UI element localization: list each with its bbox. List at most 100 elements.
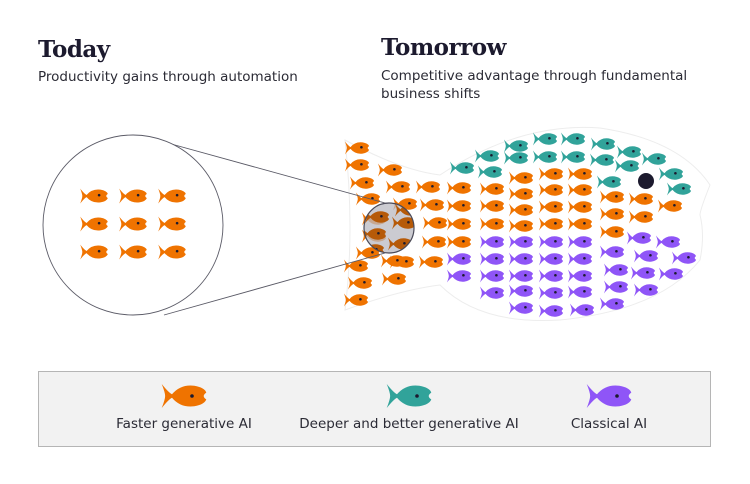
legend-item-faster-generative-ai: Faster generative AI bbox=[109, 382, 259, 432]
big-fish-outline bbox=[344, 126, 711, 322]
fish-icon bbox=[119, 216, 147, 232]
legend-label: Classical AI bbox=[570, 416, 648, 432]
fish-icon bbox=[446, 181, 472, 195]
fish-icon bbox=[589, 153, 615, 167]
fish-icon bbox=[628, 210, 654, 224]
fish-icon bbox=[503, 139, 529, 153]
fish-icon bbox=[508, 269, 534, 283]
fish-icon bbox=[419, 198, 445, 212]
fish-icon bbox=[503, 151, 529, 165]
fish-icon bbox=[599, 225, 625, 239]
legend-item-classical-ai: Classical AI bbox=[549, 382, 669, 432]
legend-item-deeper-generative-ai: Deeper and better generative AI bbox=[294, 382, 524, 432]
fish-school bbox=[343, 132, 697, 318]
fish-icon bbox=[641, 152, 667, 166]
fish-icon bbox=[446, 269, 472, 283]
today-subtitle: Productivity gains through automation bbox=[38, 69, 298, 85]
fish-icon bbox=[567, 252, 593, 266]
today-title: Today bbox=[38, 36, 110, 63]
fish-icon bbox=[616, 145, 642, 159]
fish-icon bbox=[628, 192, 654, 206]
fish-icon bbox=[477, 165, 503, 179]
fish-icon bbox=[389, 255, 415, 269]
fish-icon bbox=[380, 254, 406, 268]
fish-icon bbox=[538, 304, 564, 318]
fish-icon bbox=[538, 252, 564, 266]
fish-icon bbox=[532, 132, 558, 146]
tomorrow-title: Tomorrow bbox=[381, 34, 506, 61]
fish-icon bbox=[479, 199, 505, 213]
fish-icon bbox=[449, 161, 475, 175]
fish-icon bbox=[343, 293, 369, 307]
zoom-view-fish bbox=[80, 188, 186, 260]
fish-icon bbox=[508, 187, 534, 201]
fish-icon bbox=[421, 235, 447, 249]
fish-icon bbox=[508, 235, 534, 249]
fish-icon bbox=[666, 182, 692, 196]
fish-icon bbox=[538, 235, 564, 249]
fish-icon bbox=[355, 246, 381, 260]
fish-icon bbox=[479, 252, 505, 266]
fish-icon bbox=[119, 188, 147, 204]
fish-icon bbox=[633, 249, 659, 263]
fish-icon bbox=[560, 150, 586, 164]
fish-icon bbox=[538, 269, 564, 283]
fish-icon bbox=[446, 217, 472, 231]
fish-icon bbox=[119, 244, 147, 260]
fish-icon bbox=[626, 231, 652, 245]
magnifier-connector-bottom bbox=[163, 252, 386, 316]
fish-icon bbox=[344, 158, 370, 172]
fish-icon bbox=[355, 192, 381, 206]
fish-icon bbox=[508, 301, 534, 315]
fish-icon bbox=[567, 167, 593, 181]
fish-icon bbox=[422, 216, 448, 230]
legend: Faster generative AI Deeper and better g… bbox=[38, 371, 711, 447]
fish-icon bbox=[586, 384, 632, 408]
fish-icon bbox=[385, 180, 411, 194]
fish-icon bbox=[377, 163, 403, 177]
fish-icon bbox=[596, 175, 622, 189]
fish-icon bbox=[364, 210, 390, 224]
fish-icon bbox=[633, 283, 659, 297]
fish-icon bbox=[560, 132, 586, 146]
fish-icon bbox=[567, 200, 593, 214]
fish-icon bbox=[387, 237, 413, 251]
fish-icon bbox=[391, 216, 414, 230]
fish-icon bbox=[80, 244, 108, 260]
fish-icon bbox=[158, 216, 186, 232]
fish-icon bbox=[567, 183, 593, 197]
fish-icon bbox=[364, 227, 387, 241]
fish-icon bbox=[567, 269, 593, 283]
fish-icon bbox=[658, 167, 684, 181]
fish-icon bbox=[508, 219, 534, 233]
fish-icon bbox=[349, 176, 375, 190]
fish-icon bbox=[158, 188, 186, 204]
tomorrow-subtitle: Competitive advantage through fundamenta… bbox=[381, 68, 688, 102]
fish-icon bbox=[479, 235, 505, 249]
fish-icon bbox=[479, 286, 505, 300]
legend-label: Faster generative AI bbox=[116, 416, 252, 432]
fish-icon bbox=[567, 285, 593, 299]
fish-icon bbox=[474, 149, 500, 163]
fish-icon bbox=[599, 190, 625, 204]
fish-icon bbox=[538, 217, 564, 231]
magnifier-lens bbox=[363, 202, 415, 254]
fish-icon bbox=[567, 217, 593, 231]
fish-icon bbox=[658, 267, 684, 281]
fish-icon bbox=[538, 183, 564, 197]
fish-icon bbox=[479, 269, 505, 283]
fish-icon bbox=[508, 284, 534, 298]
fish-icon bbox=[446, 235, 472, 249]
fish-icon bbox=[418, 255, 444, 269]
fish-icon bbox=[599, 207, 625, 221]
fish-icon bbox=[538, 200, 564, 214]
fish-icon bbox=[508, 203, 534, 217]
fish-icon bbox=[599, 297, 625, 311]
fish-icon bbox=[446, 199, 472, 213]
fish-icon bbox=[603, 280, 629, 294]
fish-icon bbox=[603, 263, 629, 277]
fish-icon bbox=[532, 150, 558, 164]
fish-icon bbox=[590, 137, 616, 151]
fish-icon bbox=[614, 159, 640, 173]
